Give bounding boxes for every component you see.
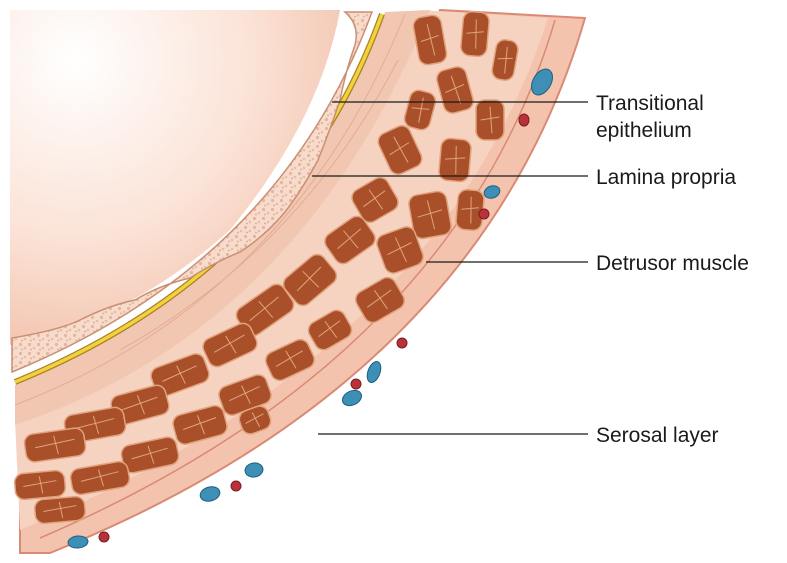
muscle-bundle [460, 11, 490, 57]
label-serosal-layer: Serosal layer [596, 424, 719, 447]
vein-vessel [244, 462, 264, 479]
diagram-labels: Transitional epithelium Lamina propria D… [596, 92, 749, 447]
label-detrusor-muscle: Detrusor muscle [596, 252, 749, 275]
muscle-bundle [476, 100, 504, 140]
label-lamina-propria: Lamina propria [596, 166, 736, 189]
artery-vessel [519, 114, 529, 126]
artery-vessel [99, 532, 109, 542]
vein-vessel [199, 485, 222, 504]
artery-vessel [231, 481, 241, 491]
vein-vessel [340, 387, 364, 408]
artery-vessel [397, 338, 407, 348]
artery-vessel [351, 379, 361, 389]
muscle-bundle [34, 496, 86, 524]
label-transitional-epithelium: Transitional epithelium [596, 92, 710, 142]
artery-vessel [479, 209, 489, 219]
muscle-bundle [14, 470, 66, 500]
